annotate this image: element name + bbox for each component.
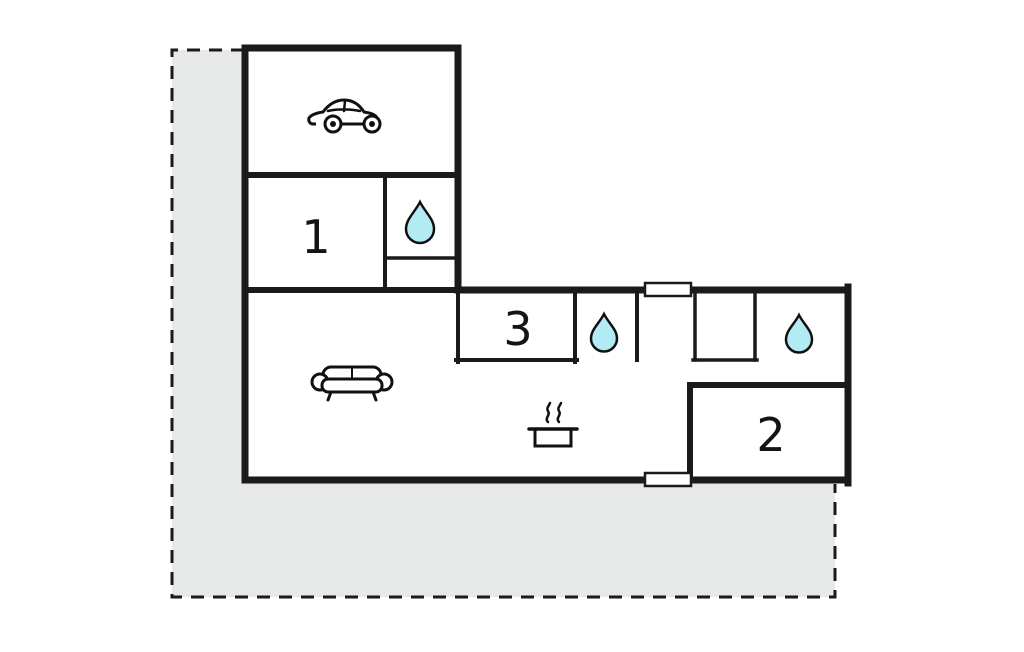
- room-2-label: 2: [756, 408, 785, 462]
- interior-walls: [242, 172, 851, 483]
- property-boundary-dashed-line: [170, 48, 837, 599]
- room-1-label: 1: [301, 210, 330, 264]
- cooking-pot-icon: [527, 401, 579, 448]
- plot-area: [172, 50, 835, 597]
- sofa-icon: [310, 365, 394, 402]
- water-drop-icon: [404, 199, 436, 245]
- water-drops: [404, 199, 814, 354]
- room-3-label: 3: [503, 302, 532, 356]
- windows: [643, 281, 693, 488]
- room-labels: 1 3 2: [301, 210, 785, 462]
- bottom-window: [643, 471, 693, 488]
- car-icon: [307, 98, 382, 134]
- top-window: [643, 281, 693, 298]
- water-drop-icon: [784, 312, 814, 354]
- building-footprint: [245, 48, 848, 480]
- water-drop-icon: [589, 311, 619, 353]
